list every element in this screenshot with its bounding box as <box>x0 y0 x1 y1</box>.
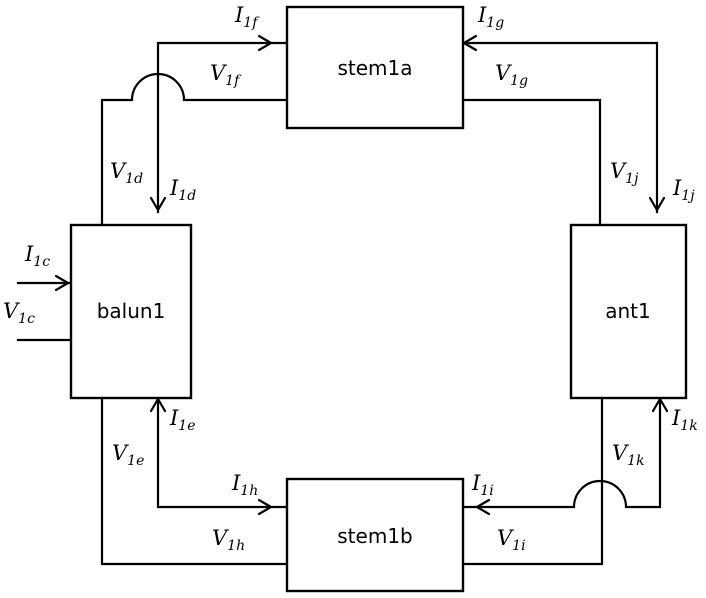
label-v1g: V1g <box>495 61 528 89</box>
block-stem1b-label: stem1b <box>337 524 412 548</box>
arrow-i1i <box>475 498 491 516</box>
label-i1g: I1g <box>477 3 504 31</box>
arrow-i1j <box>648 196 666 212</box>
block-stem1a: stem1a <box>285 5 465 130</box>
label-i1k: I1k <box>671 406 698 434</box>
label-i1e: I1e <box>169 406 196 434</box>
label-i1d: I1d <box>169 176 196 204</box>
wire-i1h <box>156 396 289 509</box>
label-i1h: I1h <box>231 471 258 499</box>
label-v1j: V1j <box>610 159 639 187</box>
label-v1h: V1h <box>212 526 245 554</box>
label-v1e: V1e <box>112 441 144 469</box>
block-ant1: ant1 <box>569 223 688 400</box>
label-v1d: V1d <box>110 159 143 187</box>
label-i1c: I1c <box>24 242 50 270</box>
arrow-i1h <box>257 498 273 516</box>
arrow-i1f <box>257 34 273 52</box>
wire-v1i <box>461 396 604 566</box>
wire-v1h <box>100 396 289 566</box>
label-i1j: I1j <box>672 176 695 204</box>
block-ant1-label: ant1 <box>605 299 651 323</box>
wire-v1f <box>100 72 289 227</box>
wire-i1f <box>156 41 289 214</box>
label-i1i: I1i <box>471 471 494 499</box>
block-stem1b: stem1b <box>285 477 465 593</box>
label-v1i: V1i <box>497 526 526 554</box>
label-i1f: I1f <box>234 3 260 31</box>
block-stem1a-label: stem1a <box>337 56 412 80</box>
label-v1f: V1f <box>210 61 242 89</box>
arrow-i1d <box>149 196 167 212</box>
arrow-i1c <box>54 274 70 292</box>
label-v1c: V1c <box>3 299 35 327</box>
wire-i1g <box>461 41 659 214</box>
wire-v1g <box>461 98 602 227</box>
block-balun1: balun1 <box>69 223 193 400</box>
block-balun1-label: balun1 <box>97 299 166 323</box>
label-v1k: V1k <box>612 441 645 469</box>
